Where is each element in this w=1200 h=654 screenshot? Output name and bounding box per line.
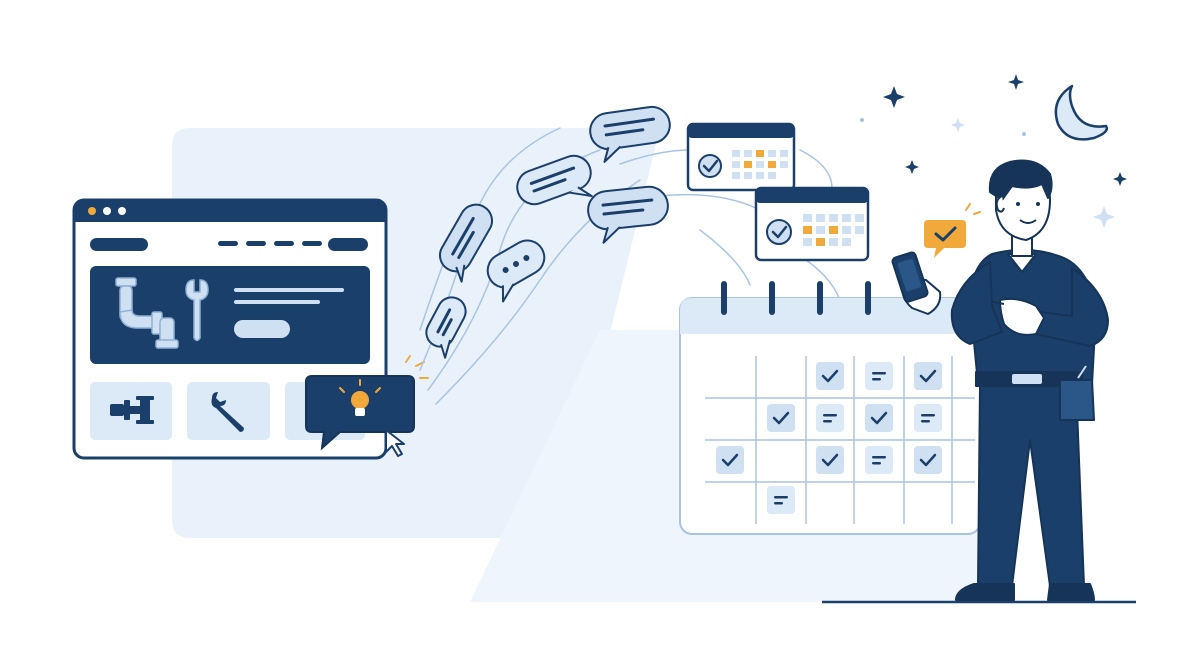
calendar-check-marker[interactable]	[767, 404, 795, 432]
technician	[891, 159, 1109, 601]
wrench-icon	[211, 392, 244, 432]
star-icon	[1008, 74, 1024, 90]
hero-text-line	[234, 288, 344, 292]
dot-star	[860, 118, 864, 122]
wrench-icon	[185, 279, 209, 342]
technician-hand-right	[999, 297, 1045, 336]
check-icon	[919, 453, 937, 467]
technician-arm-left	[950, 261, 1003, 345]
note-line	[872, 456, 886, 459]
lightbulb-icon	[339, 379, 381, 416]
moon-icon	[1054, 84, 1108, 141]
chat-bubble	[589, 105, 671, 163]
check-icon	[821, 453, 839, 467]
hero-text-line	[234, 300, 320, 304]
chat-bubble-typing	[486, 239, 546, 303]
calendar-check-marker[interactable]	[914, 362, 942, 390]
calendar-note-marker[interactable]	[767, 486, 795, 514]
sparkle-icon	[951, 118, 965, 132]
calendar-check-marker[interactable]	[914, 446, 942, 474]
schedule-calendar	[679, 281, 981, 535]
tool-pouch	[1059, 379, 1095, 421]
chat-bubble	[439, 203, 493, 283]
dot-star	[1022, 132, 1026, 136]
note-line	[872, 378, 881, 381]
check-icon	[721, 453, 739, 467]
window-controls	[88, 207, 126, 215]
calendar-check-marker[interactable]	[716, 446, 744, 474]
sparkle-icon	[1093, 206, 1115, 228]
calendar-check-marker[interactable]	[816, 446, 844, 474]
boot-right	[1047, 583, 1095, 601]
pipe-fitting-icon	[110, 396, 154, 424]
calendar-note-marker[interactable]	[865, 362, 893, 390]
nav-logo-bar[interactable]	[90, 238, 148, 251]
wrench-icon	[1077, 365, 1087, 379]
check-icon	[919, 369, 937, 383]
hero-cta-button[interactable]	[234, 320, 290, 338]
calendar-markers	[716, 362, 942, 514]
check-icon	[870, 411, 888, 425]
calendar-check-marker[interactable]	[816, 362, 844, 390]
window-dot	[118, 207, 126, 215]
window-dot-orange	[88, 207, 96, 215]
notification-bubble[interactable]	[924, 203, 981, 258]
star-icon	[1113, 172, 1127, 186]
smartphone-icon[interactable]	[891, 251, 929, 303]
note-line	[823, 420, 832, 423]
check-icon	[772, 411, 790, 425]
calendar-check-marker[interactable]	[865, 404, 893, 432]
cursor-arrow-icon	[385, 429, 405, 457]
note-line	[823, 414, 837, 417]
check-icon	[766, 219, 792, 245]
calendar-note-marker[interactable]	[914, 404, 942, 432]
check-icon	[934, 226, 957, 242]
chat-bubble	[516, 154, 593, 206]
note-line	[774, 502, 783, 505]
note-line	[774, 496, 788, 499]
star-icon	[883, 86, 905, 108]
calendar-note-marker[interactable]	[865, 446, 893, 474]
boot-left	[955, 583, 1015, 601]
calendar-rings	[721, 281, 871, 315]
star-icon	[905, 160, 919, 174]
chat-bubble	[425, 296, 467, 359]
calendar-grid	[705, 356, 975, 524]
chat-bubble	[587, 185, 669, 244]
nav-button[interactable]	[328, 238, 368, 251]
check-icon	[821, 369, 839, 383]
pipe-icon	[115, 277, 179, 349]
sky-decor	[860, 74, 1127, 228]
calendar-note-marker[interactable]	[816, 404, 844, 432]
note-line	[872, 372, 886, 375]
nav-menu[interactable]	[218, 241, 322, 246]
window-dot	[103, 207, 111, 215]
mini-calendar-1	[686, 122, 796, 192]
website-window	[72, 198, 388, 460]
mini-calendar-2	[754, 186, 870, 262]
technician-arm-right	[1035, 267, 1109, 347]
check-icon	[698, 154, 722, 178]
note-line	[872, 462, 881, 465]
technician-hair	[988, 159, 1053, 201]
note-line	[921, 414, 935, 417]
note-line	[921, 420, 930, 423]
service-tile-repair[interactable]	[187, 382, 270, 440]
